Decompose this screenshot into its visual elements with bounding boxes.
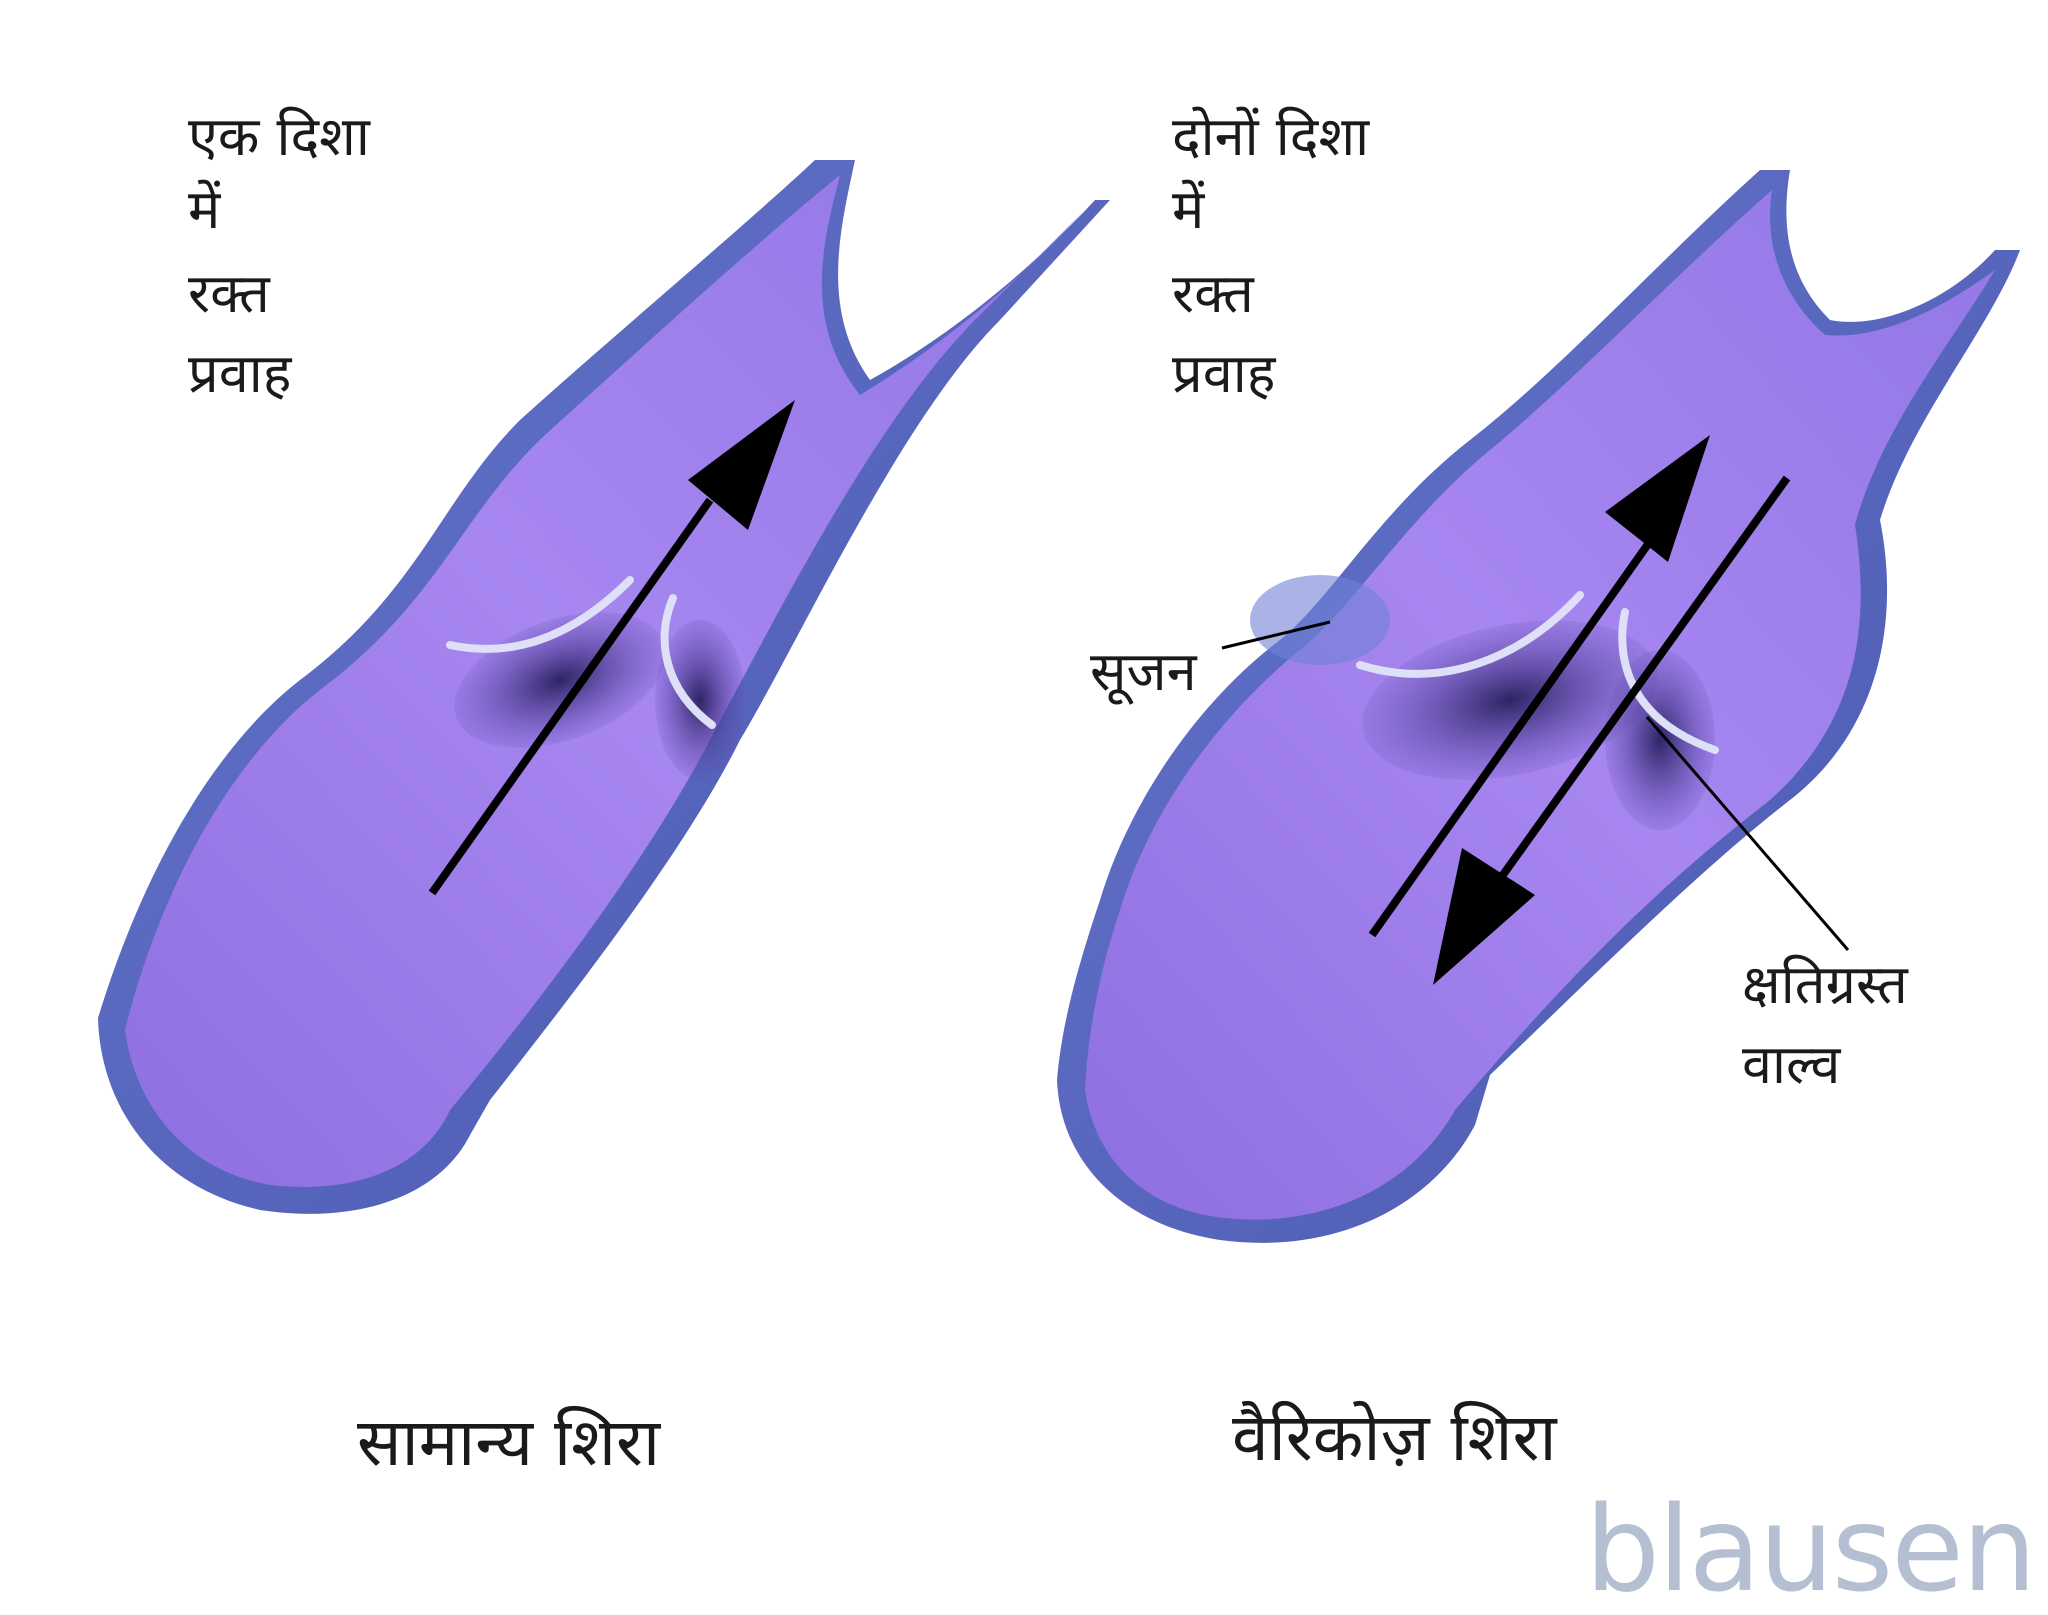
normal-flow-label-line-3: रक्त <box>188 262 271 325</box>
normal-vein <box>98 160 1110 1214</box>
normal-flow-label-line-2: में <box>188 178 222 241</box>
damaged-valve-label-line-2: वाल्व <box>1742 1033 1841 1096</box>
swelling-leader-line <box>1221 620 1331 650</box>
normal-vein-caption: सामान्य शिरा <box>357 1404 662 1481</box>
normal-flow-arrow-head <box>688 400 795 530</box>
normal-valve-pocket-right <box>655 620 745 780</box>
varicose-flow-arrow-down-shaft <box>1486 475 1791 896</box>
varicose-vein <box>1057 170 2020 1243</box>
normal-flow-label-line-1: एक दिशा <box>188 105 371 168</box>
varicose-flow-label: दोनों दिशा में रक्त प्रवाह <box>1172 105 1370 405</box>
varicose-valve-pocket <box>1362 620 1658 780</box>
varicose-valve-leaflet-left <box>1356 591 1584 678</box>
varicose-flow-arrow-up-shaft <box>1368 517 1669 938</box>
blausen-logo: blausen <box>1585 1480 2035 1615</box>
varicose-vein-caption: वैरिकोज़ शिरा <box>1232 1399 1558 1476</box>
normal-flow-arrow-shaft <box>428 497 714 896</box>
varicose-swelling-bulge <box>1250 575 1390 665</box>
normal-valve-leaflet-left <box>446 576 634 653</box>
varicose-flow-label-line-1: दोनों दिशा <box>1172 105 1370 168</box>
swelling-label: सूजन <box>1090 640 1198 705</box>
damaged-valve-leader-line <box>1645 716 1850 951</box>
damaged-valve-label: क्षतिग्रस्त वाल्व <box>1742 953 1909 1096</box>
varicose-flow-label-line-2: में <box>1172 178 1206 241</box>
varicose-flow-label-line-4: प्रवाह <box>1172 342 1277 405</box>
varicose-flow-arrow-down-head <box>1433 848 1535 985</box>
varicose-flow-label-line-3: रक्त <box>1172 262 1255 325</box>
normal-flow-label-line-4: प्रवाह <box>188 342 293 405</box>
varicose-flow-arrow-up-head <box>1605 435 1710 562</box>
damaged-valve-label-line-1: क्षतिग्रस्त <box>1742 953 1909 1016</box>
normal-valve-leaflet-right <box>660 594 716 729</box>
normal-flow-label: एक दिशा में रक्त प्रवाह <box>188 105 371 405</box>
